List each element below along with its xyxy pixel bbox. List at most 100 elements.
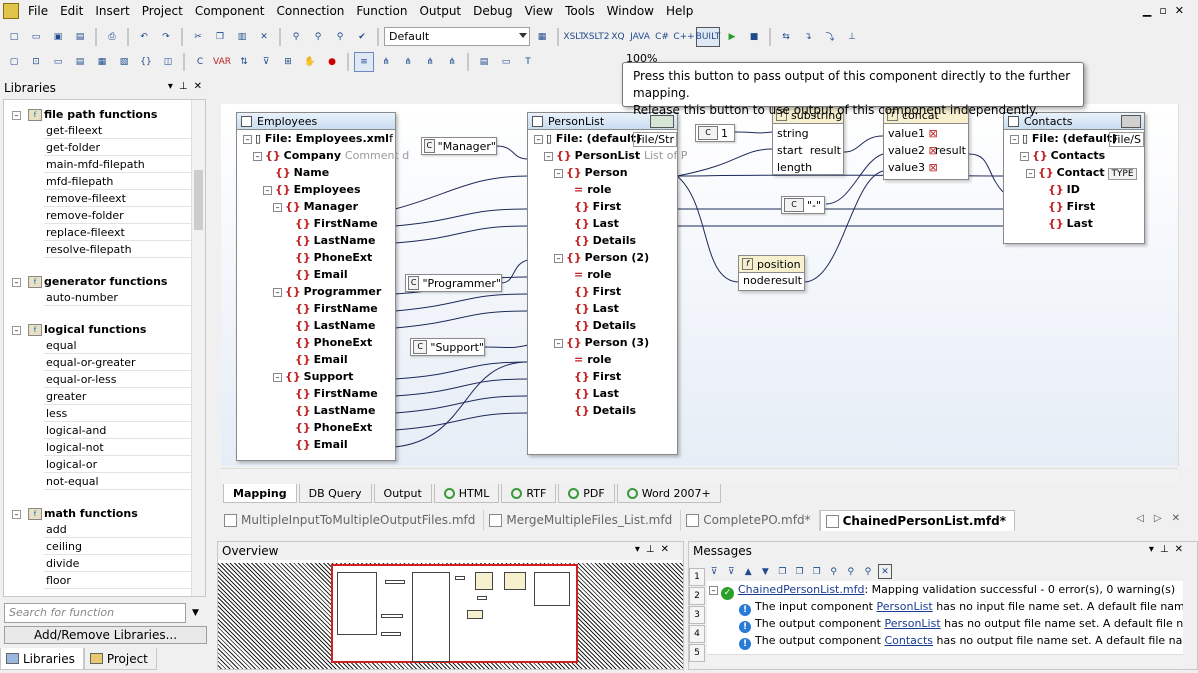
message-tab-4[interactable]: 4	[689, 625, 705, 643]
tab-rtf[interactable]: RTF	[501, 484, 557, 503]
message-link[interactable]: ChainedPersonList.mfd	[738, 583, 865, 596]
document-tab[interactable]: CompletePO.mfd*	[681, 510, 820, 531]
print-icon[interactable]: ⎙	[108, 31, 116, 42]
find-next-icon[interactable]: ⚲	[314, 31, 322, 42]
stop-icon[interactable]: ■	[749, 31, 759, 42]
insert-constant-icon[interactable]: C	[196, 56, 204, 67]
add-remove-libraries-button[interactable]: Add/Remove Libraries...	[4, 626, 207, 644]
delete-icon[interactable]: ✕	[260, 31, 268, 42]
panel-controls[interactable]: ▾⊥✕	[635, 544, 675, 555]
close-icon[interactable]: ✕	[1174, 544, 1189, 555]
menu-file[interactable]: File	[28, 4, 49, 18]
collapse-icon[interactable]: –	[554, 253, 563, 263]
xquery-icon[interactable]: XQ	[611, 31, 625, 42]
filter-icon[interactable]: ⊽	[727, 566, 735, 577]
align-icon[interactable]: ≡	[354, 51, 374, 72]
insert-exception-icon[interactable]: ✋	[304, 56, 316, 67]
open-file-icon[interactable]: ▭	[31, 31, 41, 42]
function-item[interactable]: logical-not	[44, 439, 194, 456]
tab-mapping[interactable]: Mapping	[223, 484, 297, 503]
function-item[interactable]: divide	[44, 555, 194, 572]
collapse-icon[interactable]: –	[12, 326, 21, 335]
menu-view[interactable]: View	[524, 4, 554, 18]
find-prev-icon[interactable]: ⚲	[336, 31, 344, 42]
insert-condition-icon[interactable]: ⊞	[284, 56, 292, 67]
component-title[interactable]: PersonList	[528, 113, 677, 130]
message-link[interactable]: PersonList	[884, 617, 941, 630]
function-item[interactable]: resolve-filepath	[44, 241, 194, 258]
menu-function[interactable]: Function	[356, 4, 408, 18]
param-value1[interactable]: value1 ⊠	[888, 127, 938, 140]
search-dropdown-icon[interactable]: ▼	[192, 608, 199, 618]
tab-html[interactable]: HTML	[433, 484, 500, 503]
insert-text-icon[interactable]: ▤	[75, 56, 85, 67]
message-link[interactable]: PersonList	[876, 600, 933, 613]
function-item[interactable]: auto-number	[44, 289, 194, 306]
tab-project[interactable]: Project	[83, 648, 157, 670]
filter-icon[interactable]: ⊽	[710, 566, 718, 577]
save-icon[interactable]: ▣	[53, 31, 63, 42]
constant-support[interactable]: C"Support"	[410, 338, 485, 356]
types-icon[interactable]: T	[525, 56, 531, 67]
minimize-icon[interactable]: ▁	[1142, 4, 1160, 17]
undo-icon[interactable]: ↶	[140, 31, 148, 42]
tree-node-phoneext[interactable]: {}PhoneExt	[237, 249, 395, 266]
function-item[interactable]: not-equal	[44, 473, 194, 490]
chevron-right-icon[interactable]: ▷	[1153, 513, 1172, 524]
pin-icon[interactable]: ⊥	[1159, 544, 1175, 555]
menu-edit[interactable]: Edit	[60, 4, 84, 18]
output-result[interactable]: result	[809, 144, 841, 157]
menu-connection[interactable]: Connection	[276, 4, 345, 18]
function-item[interactable]: equal	[44, 337, 194, 354]
annotation-icon[interactable]: ▭	[501, 56, 511, 67]
tree-node-file[interactable]: –▯ File: (default)File/Str	[528, 130, 677, 147]
param-value3[interactable]: value3 ⊠	[888, 161, 938, 174]
canvas-horizontal-scrollbar[interactable]	[221, 468, 1178, 482]
tree-node-last[interactable]: {}Last	[1004, 215, 1144, 232]
document-tab-active[interactable]: ChainedPersonList.mfd*	[819, 510, 1015, 531]
message-info[interactable]: !The output component Contacts has no ou…	[739, 632, 1183, 650]
message-info[interactable]: !The input component PersonList has no i…	[739, 598, 1183, 616]
function-item[interactable]: floor	[44, 572, 194, 589]
menu-output[interactable]: Output	[419, 4, 462, 18]
function-item[interactable]: logical-and	[44, 422, 194, 439]
panel-controls[interactable]: ▾⊥✕	[168, 81, 208, 92]
tree-node-manager[interactable]: –{}Manager	[237, 198, 395, 215]
collapse-icon[interactable]: –	[554, 338, 563, 348]
java-icon[interactable]: JAVA	[630, 31, 650, 42]
collapse-icon[interactable]: –	[544, 151, 553, 161]
insert-excel-icon[interactable]: ▦	[97, 56, 107, 67]
find-next-icon[interactable]: ⚲	[864, 566, 872, 577]
canvas-vertical-scrollbar[interactable]	[1178, 104, 1192, 466]
collapse-icon[interactable]: –	[12, 278, 21, 287]
tree-node-details[interactable]: {}Details	[528, 402, 677, 419]
restore-icon[interactable]: ▫	[1159, 4, 1175, 17]
validate-icon[interactable]: ✔	[358, 31, 366, 42]
menu-window[interactable]: Window	[606, 4, 654, 18]
tree-node-email[interactable]: {}Email	[237, 436, 395, 453]
grid-icon[interactable]: ▤	[479, 56, 489, 67]
tree-node-last[interactable]: {}Last	[528, 385, 677, 402]
find-icon[interactable]: ⚲	[292, 31, 300, 42]
tree-node-last[interactable]: {}Last	[528, 215, 677, 232]
collapse-icon[interactable]: –	[554, 168, 563, 178]
prev-icon[interactable]: ▲	[744, 566, 752, 577]
menu-component[interactable]: Component	[194, 4, 265, 18]
copy-all-icon[interactable]: ❐	[795, 566, 804, 577]
chevron-left-icon[interactable]: ◁	[1136, 513, 1154, 524]
tree-node-email[interactable]: {}Email	[237, 266, 395, 283]
tree-node-firstname[interactable]: {}FirstName	[237, 300, 395, 317]
function-item[interactable]: mfd-filepath	[44, 173, 194, 190]
close-icon[interactable]: ✕	[1174, 4, 1192, 17]
pin-icon[interactable]: ⊥	[178, 81, 194, 92]
tree-node-firstname[interactable]: {}FirstName	[237, 385, 395, 402]
close-icon[interactable]: ✕	[660, 544, 675, 555]
insert-xbrl-icon[interactable]: ▧	[119, 56, 129, 67]
message-success[interactable]: –✓ChainedPersonList.mfd: Mapping validat…	[709, 581, 1175, 600]
find-prev-icon[interactable]: ⚲	[847, 566, 855, 577]
collapse-icon[interactable]: –	[709, 585, 718, 595]
run-icon[interactable]: ▶	[728, 31, 736, 42]
